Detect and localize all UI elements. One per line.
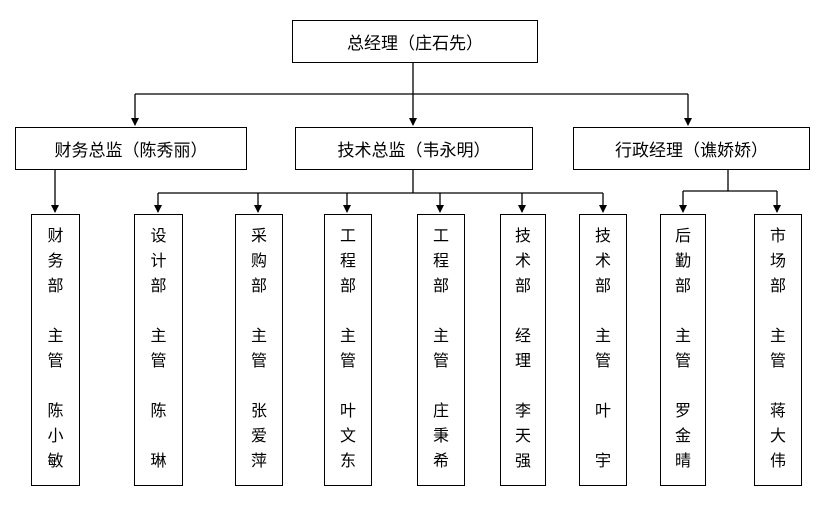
admin-manager-box: 行政经理（谯娇娇） [573, 127, 810, 170]
department-role: 主管 [339, 326, 356, 370]
department-name: 后勤部 [674, 226, 691, 295]
department-person: 庄秉希 [432, 401, 449, 470]
department-name: 设计部 [150, 226, 167, 295]
department-role: 主管 [432, 326, 449, 370]
department-box: 采购部主管张爱萍 [235, 214, 283, 486]
department-box: 工程部主管庄秉希 [417, 214, 465, 486]
department-role: 主管 [250, 326, 267, 370]
department-role: 主管 [674, 326, 691, 370]
department-person: 罗金晴 [674, 401, 691, 470]
department-person: 李天强 [514, 401, 531, 470]
department-box: 后勤部主管罗金晴 [660, 214, 706, 486]
technical-director-box: 技术总监（韦永明） [295, 127, 533, 170]
department-name: 采购部 [250, 226, 267, 295]
department-person: 叶宇 [594, 401, 611, 470]
department-role: 主管 [594, 326, 611, 370]
department-person: 蒋大伟 [769, 401, 786, 470]
department-name: 技术部 [514, 226, 531, 295]
department-box: 工程部主管叶文东 [324, 214, 372, 486]
technical-director-label: 技术总监（韦永明） [337, 141, 491, 161]
department-person: 张爱萍 [250, 401, 267, 470]
department-box: 市场部主管蒋大伟 [754, 214, 802, 486]
department-box: 技术部经理李天强 [500, 214, 546, 486]
department-role: 主管 [769, 326, 786, 370]
department-name: 技术部 [594, 226, 611, 295]
department-person: 叶文东 [339, 401, 356, 470]
admin-manager-label: 行政经理（谯娇娇） [615, 141, 768, 161]
department-person: 陈小敏 [47, 401, 64, 470]
department-box: 设计部主管陈琳 [134, 214, 183, 486]
general-manager-box: 总经理（庄石先） [292, 20, 538, 63]
finance-director-label: 财务总监（陈秀丽） [54, 141, 208, 161]
department-name: 工程部 [339, 226, 356, 295]
department-person: 陈琳 [150, 401, 167, 470]
department-role: 经理 [514, 326, 531, 370]
department-box: 财务部主管陈小敏 [31, 214, 80, 486]
department-role: 主管 [47, 326, 64, 370]
department-box: 技术部主管叶宇 [579, 214, 627, 486]
department-role: 主管 [150, 326, 167, 370]
general-manager-label: 总经理（庄石先） [347, 34, 483, 54]
finance-director-box: 财务总监（陈秀丽） [15, 127, 247, 170]
department-name: 工程部 [432, 226, 449, 295]
department-name: 市场部 [769, 226, 786, 295]
department-name: 财务部 [47, 226, 64, 295]
